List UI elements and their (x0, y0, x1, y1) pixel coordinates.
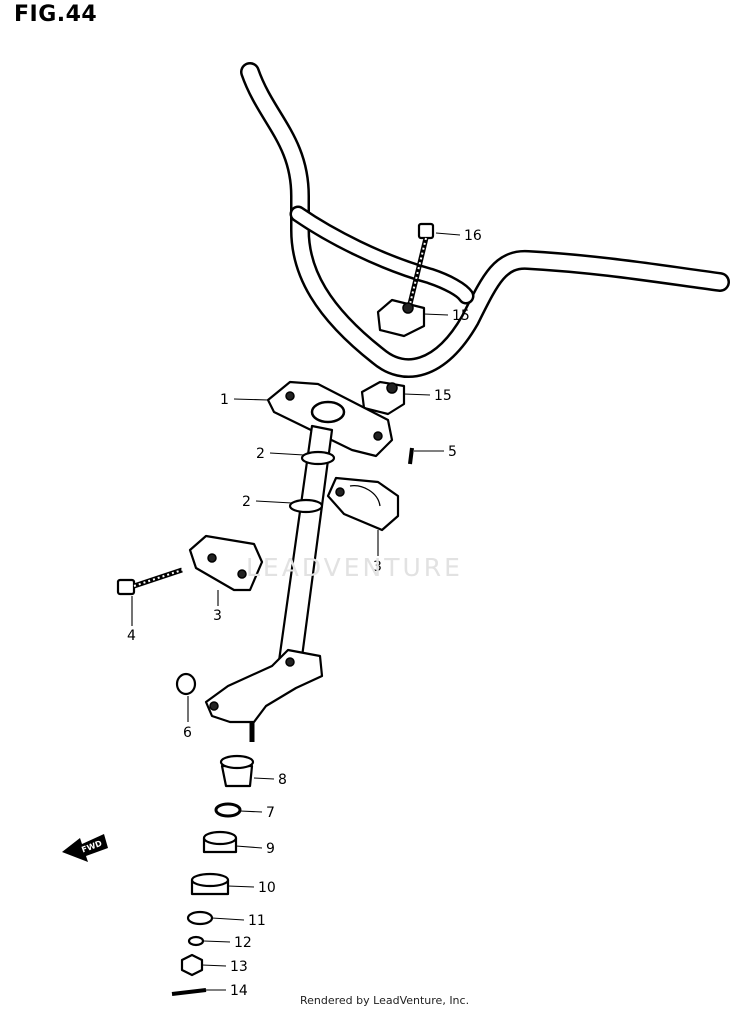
forward-direction-arrow: FWD (62, 834, 108, 862)
washer-11 (186, 910, 214, 926)
steering-bushing (219, 754, 255, 788)
callout-5: 5 (448, 444, 457, 460)
steering-bearing (190, 872, 230, 896)
handlebar-upper-holder (376, 298, 426, 338)
washer-7 (214, 802, 242, 818)
shaft-end-cap (175, 672, 197, 696)
callout-16: 16 (464, 228, 482, 244)
render-credit: Rendered by LeadVenture, Inc. (300, 994, 470, 1007)
split-pin (171, 988, 207, 996)
callout-12: 12 (234, 935, 252, 951)
steering-nut (180, 953, 204, 977)
shaft-holder-bolt (116, 567, 183, 596)
steering-shaft (276, 424, 336, 674)
callout-15-lower: 15 (434, 388, 452, 404)
callout-6: 6 (183, 725, 192, 741)
callout-2-upper: 2 (256, 446, 265, 462)
callout-1: 1 (220, 392, 229, 408)
callout-labels: 16 15 15 1 5 2 2 3 3 4 6 8 7 9 10 11 12 … (127, 228, 482, 999)
watermark: LEADVENTURE (246, 553, 463, 582)
callout-3-left: 3 (213, 608, 222, 624)
oil-seal (202, 830, 238, 854)
callout-13: 13 (230, 959, 248, 975)
shaft-holder-right (326, 476, 400, 532)
callout-2-lower: 2 (242, 494, 251, 510)
steering-stem-plate (266, 380, 394, 458)
handlebar-holder-bolt (407, 222, 435, 305)
callout-14: 14 (230, 983, 248, 999)
steering-lower-bracket (204, 648, 324, 742)
handlebar (240, 62, 730, 378)
callout-7: 7 (266, 805, 275, 821)
callout-8: 8 (278, 772, 287, 788)
figure-title: FIG.44 (14, 2, 98, 27)
cotter-pin (408, 447, 414, 465)
leader-lines (131, 232, 461, 991)
callout-4: 4 (127, 628, 136, 644)
callout-11: 11 (248, 913, 266, 929)
shaft-holder-left (188, 534, 264, 592)
callout-15-upper: 15 (452, 308, 470, 324)
callout-9: 9 (266, 841, 275, 857)
callout-3-right: 3 (373, 559, 382, 575)
washer-12 (187, 935, 205, 947)
callout-10: 10 (258, 880, 276, 896)
